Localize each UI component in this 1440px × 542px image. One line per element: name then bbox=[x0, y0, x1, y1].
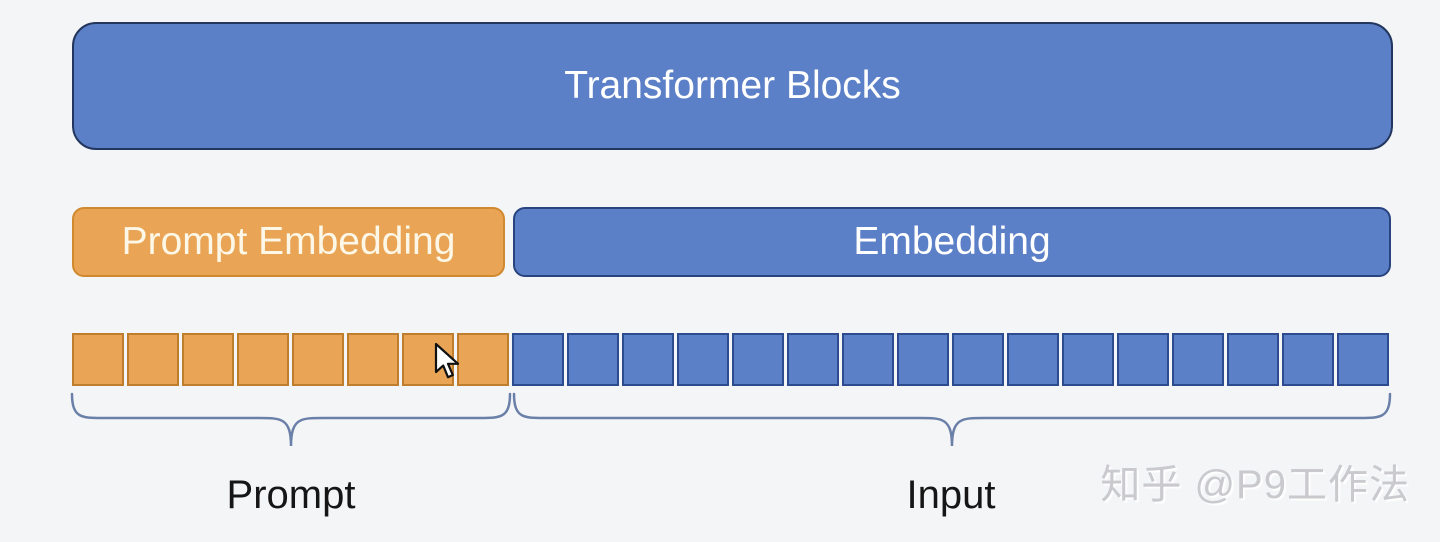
input-brace bbox=[512, 392, 1392, 447]
input-token-square bbox=[897, 333, 949, 386]
mouse-cursor-icon bbox=[434, 342, 460, 379]
input-token-square bbox=[1227, 333, 1279, 386]
transformer-blocks-box: Transformer Blocks bbox=[72, 22, 1393, 150]
embedding-label: Embedding bbox=[853, 220, 1051, 263]
input-token-square bbox=[1337, 333, 1389, 386]
input-token-square bbox=[787, 333, 839, 386]
input-token-square bbox=[952, 333, 1004, 386]
input-token-square bbox=[732, 333, 784, 386]
input-token-square bbox=[1007, 333, 1059, 386]
prompt-embedding-box: Prompt Embedding bbox=[72, 207, 505, 277]
prompt-token-square bbox=[127, 333, 179, 386]
input-token-square bbox=[512, 333, 564, 386]
input-token-square bbox=[677, 333, 729, 386]
prompt-embedding-label: Prompt Embedding bbox=[121, 220, 456, 263]
embedding-box: Embedding bbox=[513, 207, 1391, 277]
input-token-square bbox=[622, 333, 674, 386]
transformer-blocks-label: Transformer Blocks bbox=[564, 64, 901, 107]
input-token-square bbox=[842, 333, 894, 386]
input-label: Input bbox=[906, 473, 996, 517]
watermark: 知乎 @P9工作法 bbox=[1100, 463, 1410, 507]
input-token-square bbox=[1062, 333, 1114, 386]
prompt-brace bbox=[70, 392, 512, 447]
input-token-square bbox=[1172, 333, 1224, 386]
prompt-token-square bbox=[72, 333, 124, 386]
prompt-token-square bbox=[237, 333, 289, 386]
prompt-token-square bbox=[347, 333, 399, 386]
input-token-square bbox=[1282, 333, 1334, 386]
token-row bbox=[72, 333, 1392, 386]
prompt-token-square bbox=[292, 333, 344, 386]
prompt-token-square bbox=[182, 333, 234, 386]
input-token-square bbox=[567, 333, 619, 386]
input-token-square bbox=[1117, 333, 1169, 386]
prompt-token-square bbox=[457, 333, 509, 386]
input-token-group bbox=[512, 333, 1392, 386]
prompt-label: Prompt bbox=[226, 473, 356, 517]
prompt-token-group bbox=[72, 333, 512, 386]
